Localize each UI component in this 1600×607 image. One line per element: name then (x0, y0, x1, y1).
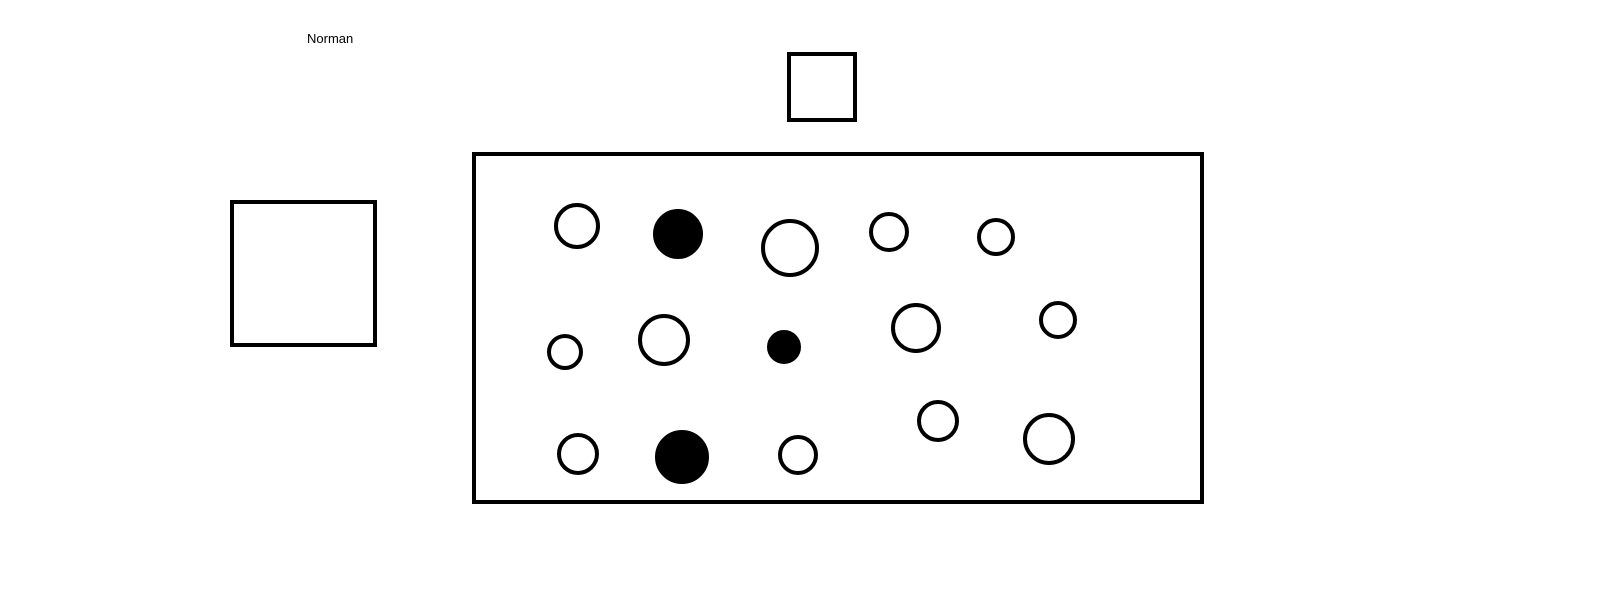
circle (778, 435, 818, 475)
container-rectangle (472, 152, 1204, 504)
circle (869, 212, 909, 252)
circle (891, 303, 941, 353)
filled-circle (655, 430, 709, 484)
circle (761, 219, 819, 277)
circle (1023, 413, 1075, 465)
diagram-label: Norman (307, 31, 354, 46)
circles-group (547, 203, 1077, 484)
small-square (787, 52, 857, 122)
circle (638, 314, 690, 366)
filled-circle (653, 209, 703, 259)
circle (547, 334, 583, 370)
filled-circle (767, 330, 801, 364)
large-square (230, 200, 377, 347)
circle (977, 218, 1015, 256)
circle (557, 433, 599, 475)
circle (554, 203, 600, 249)
circle (917, 400, 959, 442)
circle (1039, 301, 1077, 339)
